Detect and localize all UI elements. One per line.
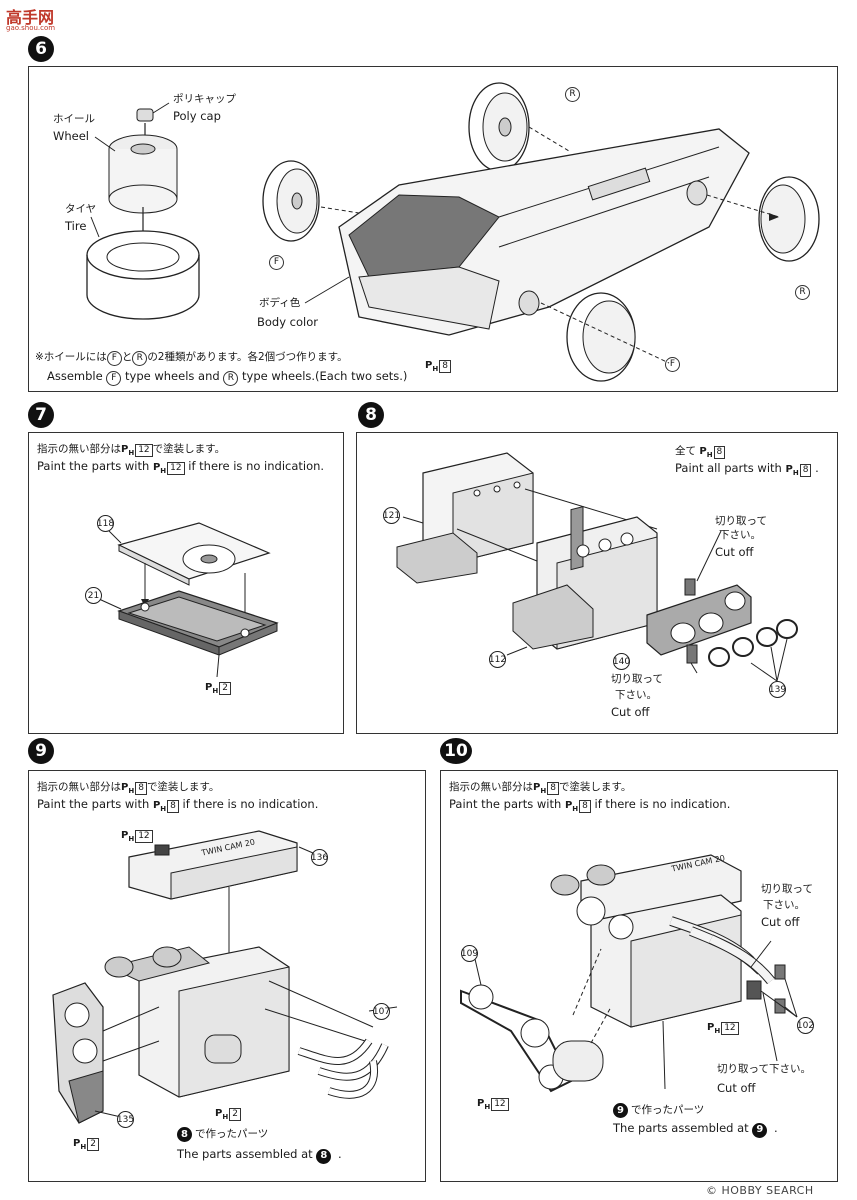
body-color-label-jp: ボディ色 bbox=[259, 297, 301, 309]
wheel-r-marker-right: R bbox=[795, 283, 810, 300]
step-9-drawing bbox=[52, 830, 398, 1124]
step8-cutoff2-jp-2: 下さい。 bbox=[615, 689, 657, 701]
step-6-badge: 6 bbox=[28, 36, 54, 62]
step10-cutoff-jp-1: 切り取って bbox=[761, 883, 813, 895]
step9-made-in-en: The parts assembled at 8 . bbox=[177, 1147, 342, 1164]
part-109: 109 bbox=[461, 945, 478, 962]
hobby-search-watermark: © HOBBY SEARCH bbox=[706, 1184, 814, 1197]
part-121: 121 bbox=[383, 507, 400, 524]
step-10-drawing bbox=[460, 854, 798, 1093]
step8-cutoff2-en: Cut off bbox=[611, 705, 650, 719]
step-9-badge: 9 bbox=[28, 738, 54, 764]
step-10-badge: 10 bbox=[440, 738, 472, 764]
step8-cutoff2-jp-1: 切り取って bbox=[611, 673, 663, 685]
body-color-label-en: Body color bbox=[257, 315, 319, 329]
site-logo-sub: gao.shou.com bbox=[6, 24, 56, 32]
step-6-drawing bbox=[86, 82, 820, 382]
step8-cutoff-jp-2: 下さい。 bbox=[719, 529, 761, 541]
step6-note-en: Assemble F type wheels and R type wheels… bbox=[47, 369, 407, 386]
part-21: 21 bbox=[85, 587, 102, 604]
part-135: 135 bbox=[117, 1111, 134, 1128]
site-logo: 高手网 bbox=[6, 8, 55, 27]
part-107: 107 bbox=[373, 1003, 390, 1020]
part-136: 136 bbox=[311, 849, 328, 866]
wheel-label-en: Wheel bbox=[53, 129, 90, 143]
step8-cutoff-en: Cut off bbox=[715, 545, 754, 559]
step10-cutoff2-en: Cut off bbox=[717, 1081, 756, 1095]
step10-cutoff-en: Cut off bbox=[761, 915, 800, 929]
polycap-label-jp: ポリキャップ bbox=[173, 93, 236, 105]
step8-cutoff-jp-1: 切り取って bbox=[715, 515, 767, 527]
step-7-drawing bbox=[98, 522, 279, 678]
wheel-f-marker-bottom: F bbox=[665, 355, 680, 372]
step-8-drawing bbox=[396, 452, 798, 682]
step-8-badge: 8 bbox=[358, 402, 384, 428]
polycap-label-en: Poly cap bbox=[173, 109, 221, 123]
step10-cutoff-jp-2: 下さい。 bbox=[763, 899, 805, 911]
part-112: 112 bbox=[489, 651, 506, 668]
wheel-label-jp: ホイール bbox=[53, 113, 95, 125]
tire-label-jp: タイヤ bbox=[65, 203, 97, 215]
part-139: 139 bbox=[769, 681, 786, 698]
step10-cutoff2-jp: 切り取って下さい。 bbox=[717, 1063, 811, 1075]
step-6-panel: ポリキャップ Poly cap ホイール Wheel タイヤ Tire ボディ色… bbox=[28, 66, 838, 392]
part-118: 118 bbox=[97, 515, 114, 532]
part-140: 140 bbox=[613, 653, 630, 670]
wheel-r-marker-top: R bbox=[565, 85, 580, 102]
tire-label-en: Tire bbox=[65, 219, 87, 233]
step10-made-in-en: The parts assembled at 9 . bbox=[613, 1121, 778, 1138]
part-102: 102 bbox=[797, 1017, 814, 1034]
wheel-f-marker-left: F bbox=[269, 253, 284, 270]
step-7-badge: 7 bbox=[28, 402, 54, 428]
